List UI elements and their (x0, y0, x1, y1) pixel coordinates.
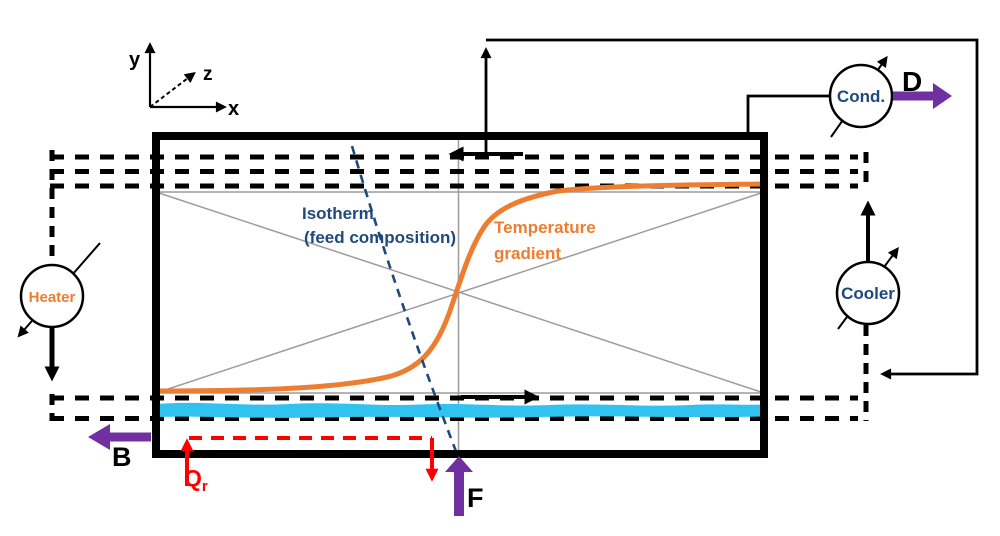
gradient-label-line1: Temperature (494, 218, 596, 237)
gradient-label-line2: gradient (494, 244, 561, 263)
reboiler-heat (180, 436, 439, 486)
reboiler-heat-subscript: r (202, 478, 208, 495)
condenser-line (746, 94, 829, 135)
heater-symbol (17, 242, 101, 382)
distillate-arrow (893, 83, 952, 109)
cooler-label: Cooler (841, 284, 895, 303)
vessel-wall (152, 132, 768, 458)
reboiler-heat-symbol: Q (184, 465, 202, 491)
bottoms-arrow (88, 424, 151, 450)
feed-arrow (445, 456, 473, 516)
recycle-return-line (486, 38, 979, 380)
condenser-label: Cond. (837, 87, 885, 106)
distillate-arrow-head (933, 83, 952, 109)
circulation-arrows (448, 146, 540, 405)
x-axis-label: x (228, 98, 239, 120)
feed-label: F (467, 483, 484, 513)
temperature-gradient-curve (155, 181, 766, 394)
bottoms-arrow-shaft (110, 432, 151, 442)
feed-arrow-head (445, 456, 473, 472)
liquid-layer (158, 402, 762, 418)
condenser-circle (828, 63, 894, 129)
condenser-symbol (828, 55, 894, 138)
distillate-arrow-shaft (893, 91, 933, 101)
distillate-label: D (902, 66, 922, 97)
isotherm-label-line1: Isotherm (302, 204, 374, 223)
stream-arrows (88, 83, 952, 516)
isotherm-label-line2: (feed composition) (304, 228, 456, 247)
diagram-labels: Isotherm (feed composition) Temperature … (29, 66, 923, 513)
coordinate-axes: y z x (129, 42, 239, 120)
feed-arrow-shaft (454, 470, 464, 516)
cooler-symbol (835, 200, 901, 330)
z-axis-label: z (203, 64, 213, 85)
reboiler-heat-label: Qr (184, 465, 208, 495)
guide-diagonal-up (155, 191, 765, 394)
z-axis (149, 71, 196, 108)
heater-label: Heater (29, 289, 76, 306)
bottoms-label: B (112, 442, 132, 472)
interior-guide-lines (155, 140, 765, 454)
y-axis-label: y (129, 49, 141, 71)
bottoms-arrow-head (88, 424, 110, 450)
